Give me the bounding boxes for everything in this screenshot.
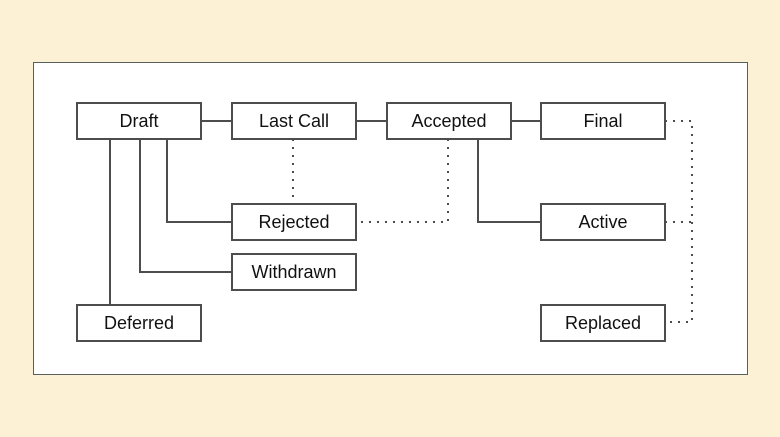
node-label-active: Active [578,212,627,232]
node-replaced[interactable]: Replaced [540,304,666,342]
node-box-draft[interactable] [76,102,202,140]
node-box-rejected[interactable] [231,203,357,241]
node-box-replaced[interactable] [540,304,666,342]
node-accepted[interactable]: Accepted [386,102,512,140]
node-label-accepted: Accepted [411,111,486,131]
node-active[interactable]: Active [540,203,666,241]
node-final[interactable]: Final [540,102,666,140]
node-deferred[interactable]: Deferred [76,304,202,342]
node-rejected[interactable]: Rejected [231,203,357,241]
node-label-deferred: Deferred [104,313,174,333]
node-label-replaced: Replaced [565,313,641,333]
edge-accepted-to-active [477,139,541,223]
node-box-accepted[interactable] [386,102,512,140]
node-label-last-call: Last Call [259,111,329,131]
node-draft[interactable]: Draft [76,102,202,140]
edge-final-to-replaced [665,120,693,323]
edge-accepted-to-rejected [356,139,449,223]
node-last-call[interactable]: Last Call [231,102,357,140]
node-withdrawn[interactable]: Withdrawn [231,253,357,291]
node-label-final: Final [583,111,622,131]
node-label-rejected: Rejected [258,212,329,232]
edge-draft-to-rejected [166,139,232,223]
node-box-withdrawn[interactable] [231,253,357,291]
node-label-withdrawn: Withdrawn [251,262,336,282]
edge-draft-to-withdrawn [139,139,232,273]
node-box-last-call[interactable] [231,102,357,140]
edges-layer [109,120,693,323]
node-box-deferred[interactable] [76,304,202,342]
node-box-active[interactable] [540,203,666,241]
node-label-draft: Draft [119,111,158,131]
node-box-final[interactable] [540,102,666,140]
